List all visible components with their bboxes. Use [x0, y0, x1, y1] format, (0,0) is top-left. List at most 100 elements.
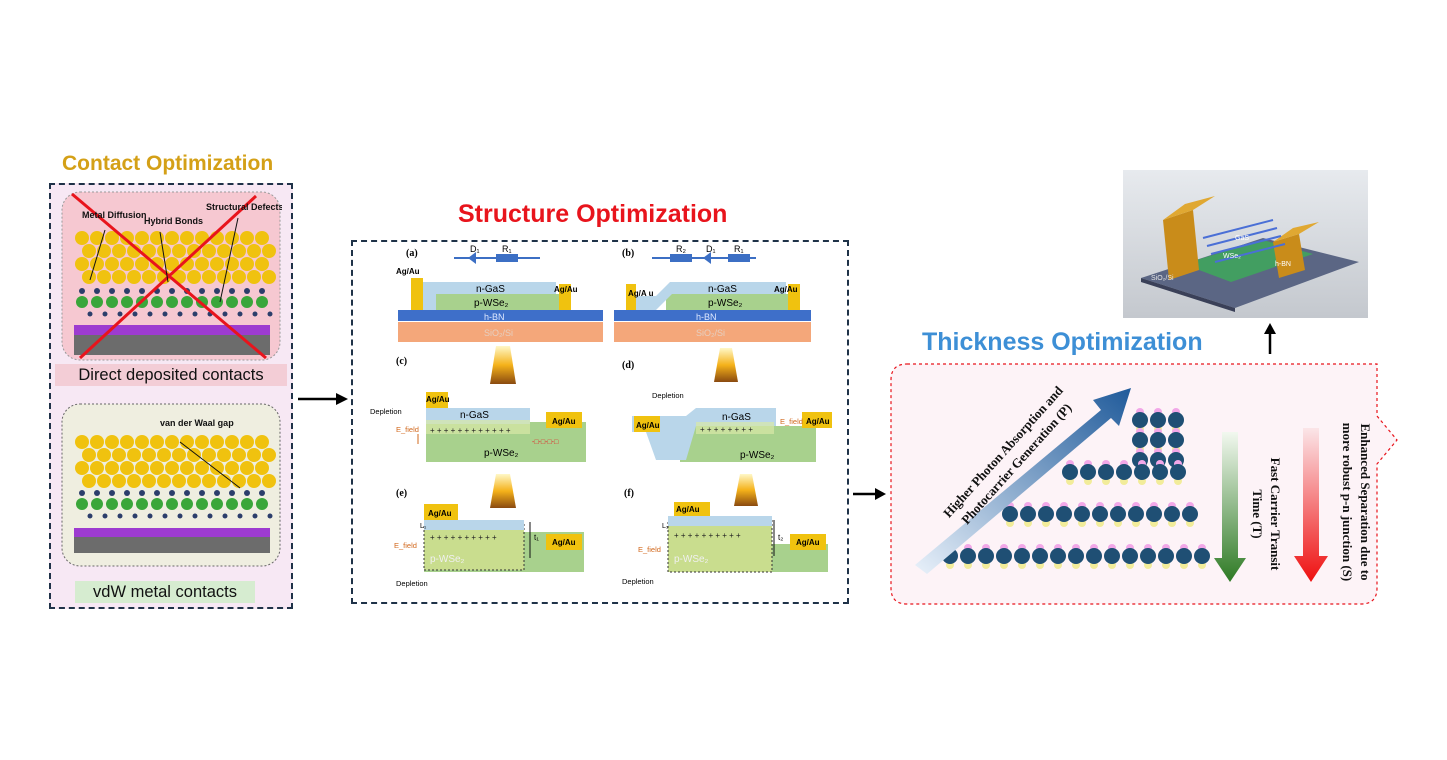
gold-atom	[90, 257, 104, 271]
dark-atom	[102, 311, 108, 317]
gold-atom	[120, 257, 134, 271]
dark-atom	[237, 513, 243, 519]
metal-atom	[1168, 432, 1184, 448]
gold-atom	[150, 461, 164, 475]
efield-label-f: E_field	[638, 545, 661, 554]
gold-atom	[112, 270, 126, 284]
green-atom	[181, 296, 193, 308]
green-atom	[166, 296, 178, 308]
dark-atom	[214, 288, 220, 294]
green-atom	[136, 498, 148, 510]
efield-label-c: E_field	[396, 425, 419, 434]
dark-atom	[139, 490, 145, 496]
dark-atom	[252, 513, 258, 519]
metal-atom	[1150, 412, 1166, 428]
pwse2-label-b: p-WSe₂	[708, 298, 743, 309]
transit-time-label: Fast Carrier Transit Time (T)	[1250, 457, 1283, 571]
gold-atom	[90, 231, 104, 245]
device-sio2-label: SiO₂/Si	[1151, 275, 1174, 282]
dark-atom	[259, 288, 265, 294]
dark-atom	[132, 513, 138, 519]
gold-atom	[255, 461, 269, 475]
green-atom	[151, 498, 163, 510]
agau-label-c1: Ag/Au	[426, 395, 450, 404]
gold-atom	[142, 448, 156, 462]
dark-atom	[162, 311, 168, 317]
dark-atom	[177, 311, 183, 317]
r2-label-b: R₂	[676, 244, 686, 254]
gold-atom	[195, 257, 209, 271]
green-atom	[226, 296, 238, 308]
gold-atom	[262, 270, 276, 284]
device-3d-image: SiO₂/Si WSe₂ GaS h-BN	[1123, 170, 1368, 318]
pwse2-label-d: p-WSe₂	[740, 450, 775, 461]
hbn-label-b: h-BN	[696, 312, 717, 322]
agau-label-b2: Ag/Au	[774, 285, 798, 294]
gold-atom	[232, 474, 246, 488]
dark-atom	[109, 288, 115, 294]
gold-atom	[165, 461, 179, 475]
arrow-right-icon-2	[853, 488, 886, 500]
gold-atom	[135, 435, 149, 449]
green-atom	[121, 498, 133, 510]
gold-atom	[75, 461, 89, 475]
gold-atom	[82, 244, 96, 258]
dark-atom	[154, 490, 160, 496]
green-atom	[106, 296, 118, 308]
gold-atom	[262, 448, 276, 462]
gold-atom	[127, 270, 141, 284]
gold-atom	[240, 231, 254, 245]
gold-atom	[120, 461, 134, 475]
gold-atom	[187, 270, 201, 284]
green-atom	[166, 498, 178, 510]
metal-atom	[1062, 464, 1078, 480]
gold-atom	[157, 474, 171, 488]
gold-atom	[217, 270, 231, 284]
gold-atom	[247, 270, 261, 284]
gold-atom	[195, 461, 209, 475]
gold-atom	[142, 270, 156, 284]
dark-atom	[199, 490, 205, 496]
structure-title: Structure Optimization	[458, 200, 728, 228]
gold-atom	[232, 270, 246, 284]
contact-title: Contact Optimization	[62, 152, 274, 175]
dark-atom	[207, 513, 213, 519]
gold-atom	[165, 231, 179, 245]
gold-atom	[232, 448, 246, 462]
dark-atom	[162, 513, 168, 519]
gold-atom	[97, 448, 111, 462]
metal-atom	[1140, 548, 1156, 564]
dark-atom	[222, 513, 228, 519]
hbn-label-a: h-BN	[484, 312, 505, 322]
metal-atom	[1194, 548, 1210, 564]
green-atom	[76, 296, 88, 308]
metal-atom	[1056, 506, 1072, 522]
dark-atom	[87, 513, 93, 519]
carriers-f: + + + + + + + + + +	[674, 531, 741, 540]
agau-label-e1: Ag/Au	[428, 509, 452, 518]
green-atom	[241, 296, 253, 308]
panel-c-label: (c)	[396, 356, 407, 367]
metal-atom	[1132, 412, 1148, 428]
agau-label-a2: Ag/Au	[554, 285, 578, 294]
gold-atom	[240, 257, 254, 271]
agau-label-a1: Ag/Au	[396, 267, 420, 276]
gold-atom	[172, 474, 186, 488]
gold-atom	[75, 435, 89, 449]
gold-atom	[202, 244, 216, 258]
metal-atom	[1110, 506, 1126, 522]
dark-atom	[109, 490, 115, 496]
sio2-label-a: SiO₂/Si	[484, 328, 513, 338]
gold-atom	[217, 244, 231, 258]
ngas-label-b: n-GaS	[708, 284, 737, 295]
metal-atom	[1074, 506, 1090, 522]
gold-atom	[105, 231, 119, 245]
gold-atom	[165, 257, 179, 271]
arrow-right-icon	[298, 393, 348, 405]
metal-atom	[1176, 548, 1192, 564]
pwse2-label-f: p-WSe₂	[674, 554, 709, 565]
gold-atom	[127, 474, 141, 488]
dark-atom	[267, 513, 273, 519]
l1-label-e: L₁	[420, 523, 427, 530]
structure-panel	[351, 240, 849, 604]
